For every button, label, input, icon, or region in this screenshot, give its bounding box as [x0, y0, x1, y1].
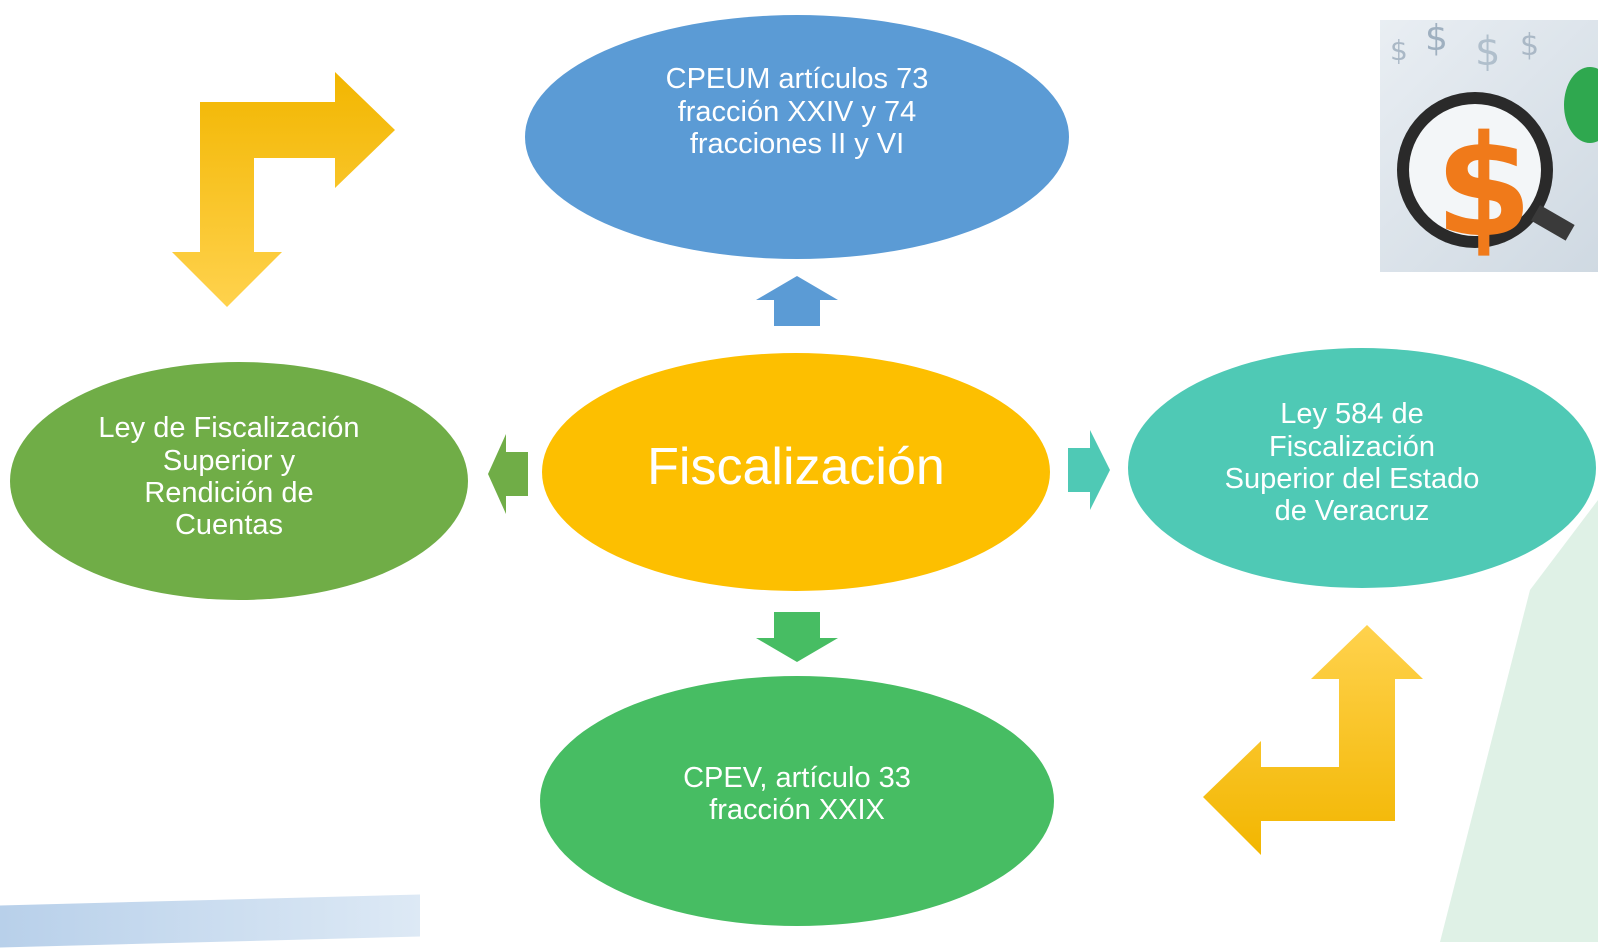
bent-arrow-bottom-right [1203, 625, 1423, 855]
svg-text:$: $ [1390, 34, 1408, 67]
node-cpev-label: CPEV, artículo 33 fracción XXIX [683, 761, 911, 826]
node-ley-fiscalizacion-superior-label: Ley de Fiscalización Superior y Rendició… [98, 412, 360, 542]
node-ley-584: Ley 584 de Fiscalización Superior del Es… [1128, 348, 1596, 588]
arrow-left [488, 434, 528, 514]
node-cpeum: CPEUM artículos 73 fracción XXIV y 74 fr… [525, 15, 1069, 259]
node-cpev: CPEV, artículo 33 fracción XXIX [540, 676, 1054, 926]
node-fiscalizacion: Fiscalización [542, 353, 1050, 591]
svg-text:$: $ [1520, 28, 1539, 63]
background-green-panel [1440, 500, 1598, 942]
background-blue-stripe [0, 894, 420, 948]
magnifier-dollar-icon: $ $ $ $ $ [1390, 20, 1598, 269]
arrow-right [1068, 430, 1110, 510]
bent-arrow-top-left [172, 72, 395, 307]
magnifier-dollar-picture: $ $ $ $ $ [1380, 20, 1598, 272]
node-cpeum-label: CPEUM artículos 73 fracción XXIV y 74 fr… [665, 63, 929, 161]
svg-text:$: $ [1475, 29, 1500, 75]
svg-text:$: $ [1435, 106, 1532, 269]
arrow-down [756, 612, 838, 662]
node-fiscalizacion-label: Fiscalización [647, 437, 945, 496]
node-ley-584-label: Ley 584 de Fiscalización Superior del Es… [1224, 398, 1480, 528]
svg-text:$: $ [1425, 20, 1448, 59]
node-ley-fiscalizacion-superior: Ley de Fiscalización Superior y Rendició… [10, 362, 468, 600]
arrow-up [756, 276, 838, 326]
